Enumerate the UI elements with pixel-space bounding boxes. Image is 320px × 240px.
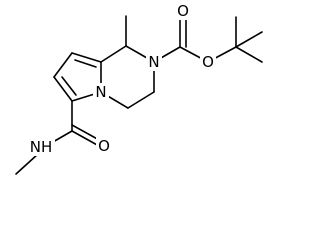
atom-n-ring-bg [146, 53, 162, 71]
atom-o-ester-label: O [202, 53, 214, 71]
bond-c8-c7 [53, 52, 73, 78]
atom-nh-amide-bg [27, 138, 55, 156]
atom-n-ring-label: N [148, 53, 159, 71]
atom-n-ring: N [146, 53, 162, 71]
atom-n-pyrrole-label: N [95, 83, 106, 101]
atom-o-carbonyl-top-label: O [177, 2, 189, 20]
atom-o-carbonyl-top-bg [175, 2, 191, 20]
atom-o-ester: O [200, 53, 216, 71]
bond-c8a-c8-inner [74, 59, 97, 68]
molecule-structure: N N O O O NH [15, 2, 263, 175]
bond-c7-c6-inner [61, 76, 77, 96]
atom-o-amide-label: O [98, 137, 110, 155]
atom-o-amide: O [96, 137, 112, 155]
bond-cquat-methyl-down [235, 46, 263, 63]
bond-c3-c4 [127, 91, 155, 109]
atom-o-amide-bg [96, 137, 112, 155]
bond-nh-methyl [15, 153, 39, 175]
bond-c8a-c8 [71, 52, 102, 63]
bond-camide-oamide [71, 130, 100, 147]
atom-n-pyrrole: N [93, 83, 109, 101]
atom-nh-amide: NH [27, 138, 55, 156]
atom-labels: N N O O O NH [27, 2, 216, 156]
atom-o-carbonyl-top: O [175, 2, 191, 20]
bond-cquat-methyl-right [235, 31, 263, 48]
atom-nh-amide-label: NH [30, 138, 53, 156]
bond-c7-c6 [53, 76, 73, 102]
atom-n-pyrrole-bg [93, 83, 109, 101]
atom-o-ester-bg [200, 53, 216, 71]
bond-c1-c8a [100, 45, 127, 63]
